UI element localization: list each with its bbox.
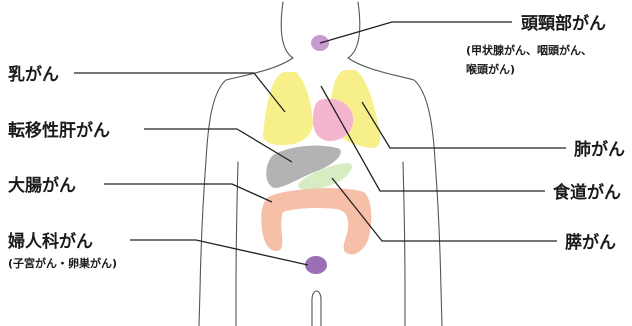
labels: 頭頸部がん (甲状腺がん、咽頭がん、 喉頭がん) 乳がん 転移性肝がん 大腸がん… [7, 13, 625, 270]
label-lung: 肺がん [574, 139, 625, 160]
label-breast: 乳がん [8, 64, 59, 85]
label-pancreas: 膵がん [565, 232, 616, 253]
label-gynecologic-detail: (子宮がん・卵巣がん) [8, 256, 117, 270]
label-head-neck: 頭頸部がん [521, 13, 606, 34]
label-gynecologic: 婦人科がん [7, 231, 93, 252]
colon [261, 188, 371, 254]
label-head-neck-detail-2: 喉頭がん) [466, 62, 515, 76]
label-colorectal: 大腸がん [8, 175, 76, 196]
leader-line-breast [74, 73, 285, 112]
right-lung [263, 72, 313, 145]
leader-line-lung [362, 102, 566, 148]
leader-line-head-neck [320, 22, 512, 43]
label-liver-metastasis: 転移性肝がん [8, 120, 110, 141]
leader-line-colorectal [104, 184, 272, 202]
leader-lines [74, 22, 566, 265]
label-head-neck-detail-1: (甲状腺がん、咽頭がん、 [466, 43, 592, 57]
uterus-tumor-dot [305, 256, 327, 274]
label-esophagus: 食道がん [553, 182, 621, 203]
